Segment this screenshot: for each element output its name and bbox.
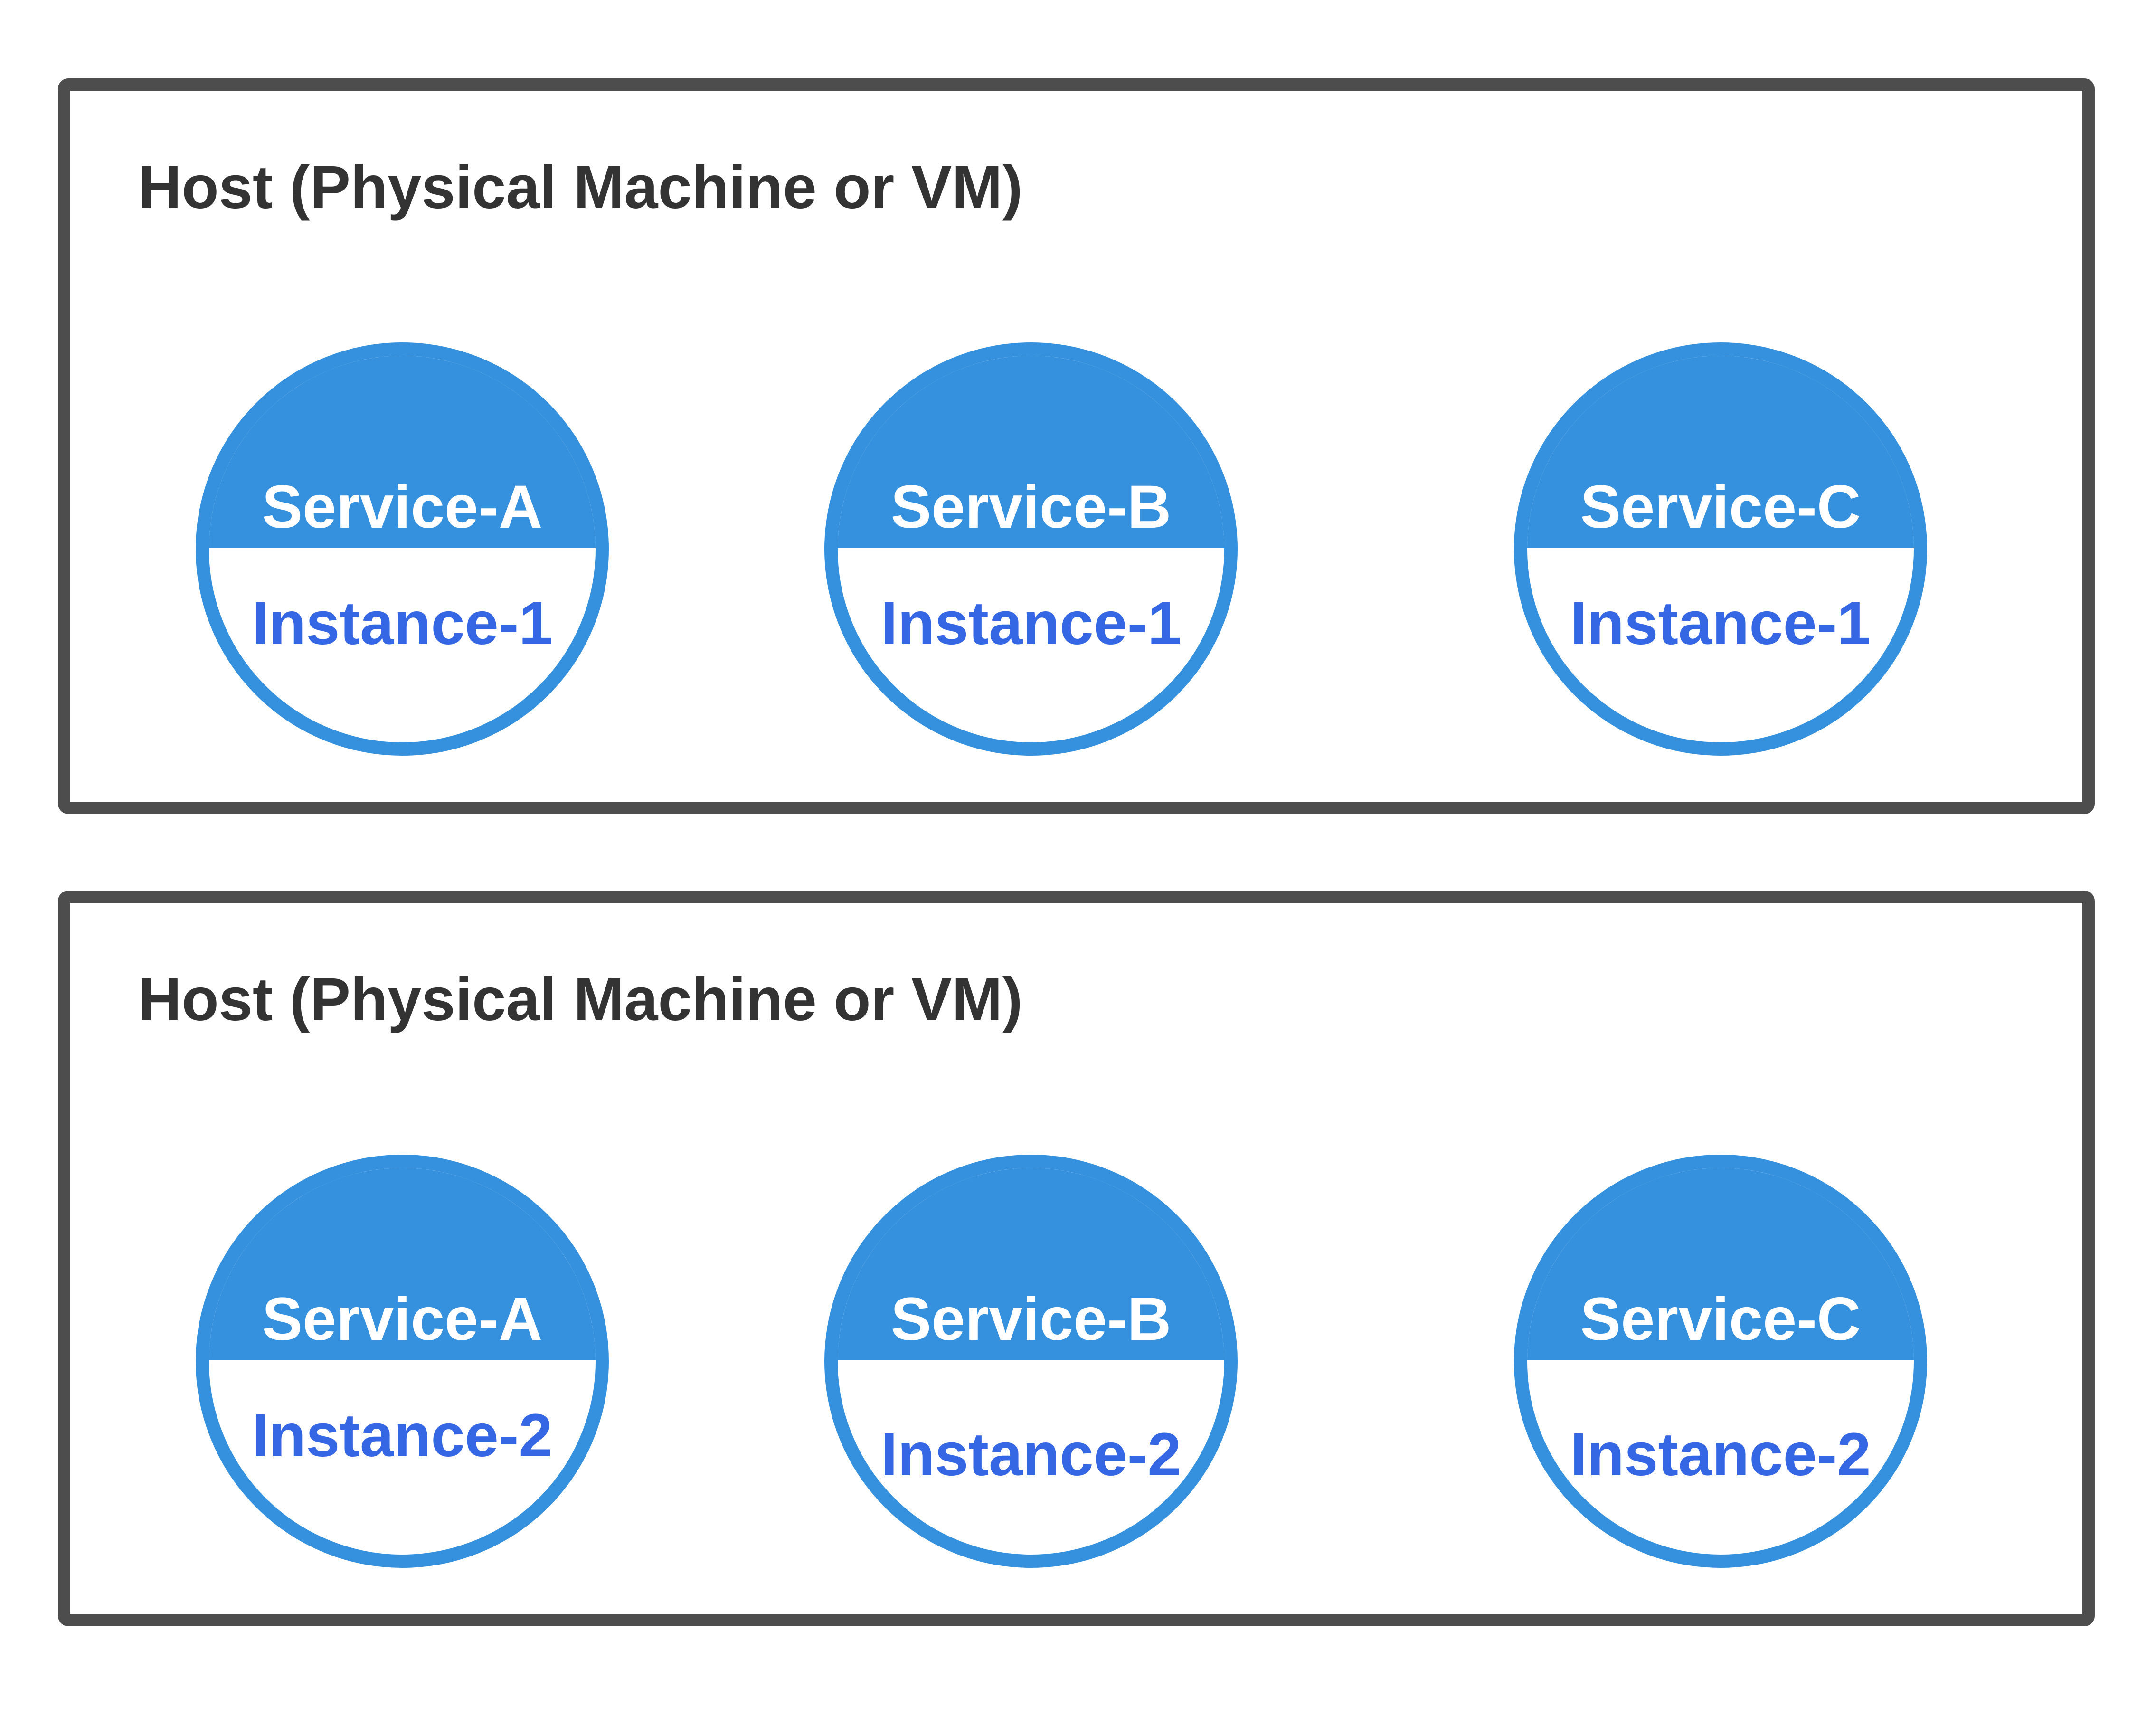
service-name: Service-B: [890, 1285, 1172, 1353]
service-name: Service-C: [1580, 473, 1861, 541]
instance-label: Instance-2: [880, 1421, 1182, 1489]
service-a-node: Service-A Instance-1: [196, 342, 609, 756]
service-name: Service-B: [890, 473, 1172, 541]
service-header: [1527, 356, 1914, 548]
instance-label: Instance-1: [252, 589, 553, 657]
service-header: [209, 1168, 596, 1360]
service-c-node: Service-C Instance-1: [1514, 342, 1927, 756]
service-c-node: Service-C Instance-2: [1514, 1155, 1927, 1568]
service-header: [209, 356, 596, 548]
instance-label: Instance-2: [1570, 1421, 1871, 1489]
host-title: Host (Physical Machine or VM): [138, 153, 1023, 221]
service-header: [1527, 1168, 1914, 1360]
service-header: [838, 1168, 1224, 1360]
service-b-node: Service-B Instance-2: [824, 1155, 1238, 1568]
service-name: Service-C: [1580, 1285, 1861, 1353]
service-b-node: Service-B Instance-1: [824, 342, 1238, 756]
service-a-node: Service-A Instance-2: [196, 1155, 609, 1568]
service-header: [838, 356, 1224, 548]
service-name: Service-A: [262, 473, 543, 541]
host-box: Host (Physical Machine or VM) Service-A …: [58, 891, 2095, 1626]
instance-label: Instance-1: [1570, 589, 1871, 657]
instance-label: Instance-1: [880, 589, 1182, 657]
host-box: Host (Physical Machine or VM) Service-A …: [58, 78, 2095, 814]
host-title: Host (Physical Machine or VM): [138, 966, 1023, 1034]
service-name: Service-A: [262, 1285, 543, 1353]
instance-label: Instance-2: [252, 1402, 553, 1470]
